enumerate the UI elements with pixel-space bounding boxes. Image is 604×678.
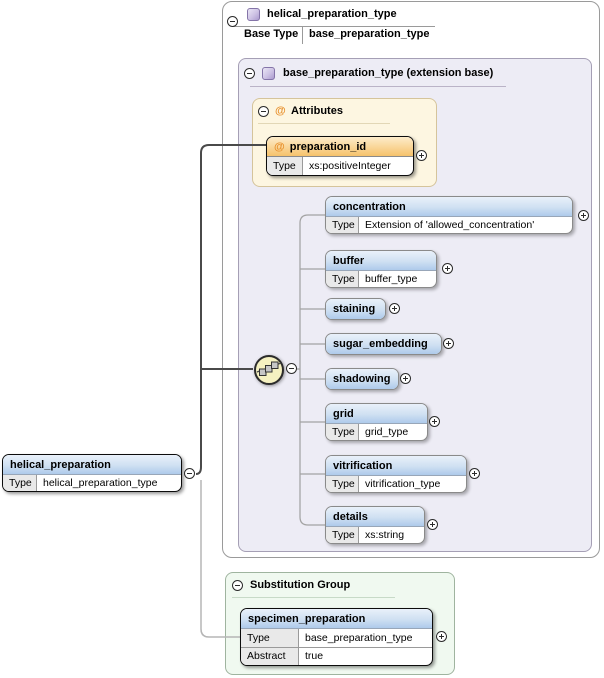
- type-label: Type: [326, 424, 359, 440]
- collapse-helical-preparation-toggle[interactable]: [184, 468, 195, 479]
- expand-vitrification-button[interactable]: [469, 468, 480, 479]
- element-grid[interactable]: grid Type grid_type: [325, 403, 428, 441]
- type-label: Type: [326, 217, 359, 233]
- attribute-preparation-id[interactable]: @ preparation_id Type xs:positiveInteger: [266, 136, 414, 176]
- element-shadowing[interactable]: shadowing: [325, 368, 399, 390]
- type-value: Extension of 'allowed_concentration': [365, 219, 535, 231]
- collapse-substitution-group-toggle[interactable]: [232, 580, 243, 591]
- type-value: xs:string: [365, 529, 405, 541]
- element-concentration[interactable]: concentration Type Extension of 'allowed…: [325, 196, 573, 234]
- expand-staining-button[interactable]: [389, 303, 400, 314]
- base-type-divider: [302, 27, 303, 44]
- type-value: base_preparation_type: [305, 631, 413, 644]
- abstract-value: true: [305, 650, 324, 663]
- element-name: staining: [326, 299, 385, 319]
- expand-sugar-embedding-button[interactable]: [443, 338, 454, 349]
- collapse-extension-panel-toggle[interactable]: [244, 68, 255, 79]
- element-name: buffer: [326, 251, 436, 271]
- type-label: Type: [3, 475, 37, 491]
- element-vitrification[interactable]: vitrification Type vitrification_type: [325, 455, 467, 493]
- expand-grid-button[interactable]: [429, 416, 440, 427]
- at-icon: @: [275, 105, 286, 117]
- type-label: Type: [267, 157, 303, 175]
- type-label: Type: [241, 629, 299, 647]
- expand-specimen-preparation-button[interactable]: [436, 631, 447, 642]
- type-value: xs:positiveInteger: [309, 160, 391, 172]
- type-value: vitrification_type: [365, 478, 441, 490]
- type-value: buffer_type: [365, 273, 418, 285]
- abstract-label: Abstract: [241, 647, 299, 665]
- expand-concentration-button[interactable]: [578, 210, 589, 221]
- type-panel-separator: [232, 26, 435, 27]
- base-type-value: base_preparation_type: [309, 28, 430, 40]
- substitution-group-title: Substitution Group: [250, 579, 351, 591]
- expand-buffer-button[interactable]: [442, 263, 453, 274]
- expand-preparation-id-button[interactable]: [416, 150, 427, 161]
- element-name: concentration: [326, 197, 572, 217]
- expand-shadowing-button[interactable]: [400, 373, 411, 384]
- element-name: specimen_preparation: [241, 609, 432, 629]
- substitution-separator: [232, 597, 395, 598]
- extension-panel-title: base_preparation_type (extension base): [283, 67, 494, 79]
- element-name: grid: [326, 404, 427, 424]
- attribute-name: preparation_id: [289, 140, 367, 153]
- collapse-sequence-toggle[interactable]: [286, 363, 297, 374]
- sequence-icon[interactable]: [252, 353, 286, 387]
- extension-panel-separator: [250, 86, 506, 87]
- complex-type-icon: [247, 8, 260, 21]
- type-value: grid_type: [365, 426, 409, 438]
- element-staining[interactable]: staining: [325, 298, 386, 320]
- collapse-type-panel-toggle[interactable]: [227, 16, 238, 27]
- extension-base-type-icon: [262, 67, 275, 80]
- type-label: Type: [326, 527, 359, 543]
- attributes-separator: [258, 123, 390, 124]
- base-type-label: Base Type: [244, 28, 299, 40]
- element-name: sugar_embedding: [326, 334, 441, 354]
- element-helical-preparation[interactable]: helical_preparation Type helical_prepara…: [2, 454, 182, 492]
- type-label: Type: [326, 271, 359, 287]
- type-label: Type: [326, 476, 359, 492]
- element-name: details: [326, 507, 424, 527]
- element-name: shadowing: [326, 369, 398, 389]
- type-value: helical_preparation_type: [43, 477, 158, 489]
- element-name: helical_preparation: [3, 455, 181, 475]
- attributes-title: Attributes: [291, 105, 343, 117]
- element-buffer[interactable]: buffer Type buffer_type: [325, 250, 437, 288]
- type-panel-title: helical_preparation_type: [267, 8, 397, 20]
- element-specimen-preparation[interactable]: specimen_preparation Type base_preparati…: [240, 608, 433, 666]
- element-name: vitrification: [326, 456, 466, 476]
- expand-details-button[interactable]: [427, 519, 438, 530]
- collapse-attributes-toggle[interactable]: [258, 106, 269, 117]
- at-icon: @: [274, 140, 285, 153]
- element-sugar-embedding[interactable]: sugar_embedding: [325, 333, 442, 355]
- element-details[interactable]: details Type xs:string: [325, 506, 425, 544]
